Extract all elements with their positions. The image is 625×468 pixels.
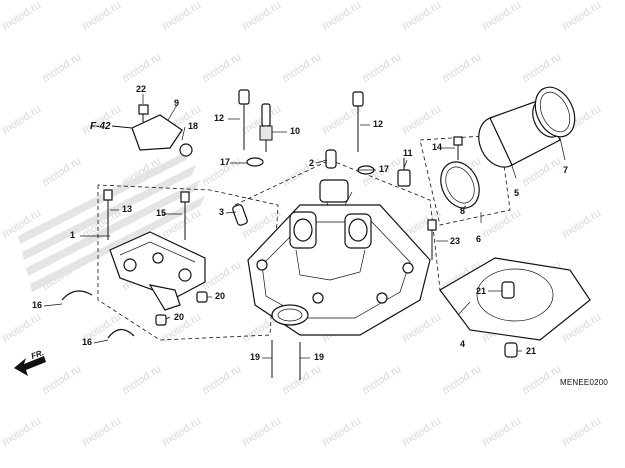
callout-16-top: 16 bbox=[32, 300, 43, 310]
callout-19-right: 19 bbox=[314, 352, 325, 362]
collar-20-bottom bbox=[155, 314, 167, 326]
bolt-15 bbox=[180, 191, 190, 240]
leader-lines bbox=[43, 94, 566, 359]
callout-8: 8 bbox=[460, 206, 466, 216]
callout-2: 2 bbox=[309, 158, 315, 168]
front-arrow-icon bbox=[14, 356, 46, 376]
reference-f42: F-42 bbox=[90, 121, 111, 132]
callout-13: 13 bbox=[122, 204, 133, 214]
callout-11: 11 bbox=[403, 148, 413, 158]
dowel-2 bbox=[325, 149, 337, 169]
bolt-13 bbox=[103, 189, 113, 240]
callout-5: 5 bbox=[514, 188, 520, 198]
callout-21-bottom: 21 bbox=[526, 346, 537, 356]
callout-17-left: 17 bbox=[220, 157, 231, 167]
camshaft-holder bbox=[109, 231, 206, 311]
bolt-23 bbox=[427, 219, 437, 260]
head-group-boundary bbox=[97, 184, 279, 341]
callout-17-right: 17 bbox=[379, 164, 390, 174]
clamp-8 bbox=[440, 161, 480, 209]
callout-20-top: 20 bbox=[215, 291, 226, 301]
callout-10: 10 bbox=[290, 126, 301, 136]
callout-6: 6 bbox=[476, 234, 482, 244]
callout-3: 3 bbox=[219, 207, 225, 217]
callout-12-left: 12 bbox=[214, 113, 225, 123]
callout-19-left: 19 bbox=[250, 352, 261, 362]
bolt-12-right bbox=[352, 91, 364, 152]
callout-20-bottom: 20 bbox=[174, 312, 185, 322]
callout-16-bottom: 16 bbox=[82, 337, 93, 347]
spark-plug bbox=[259, 103, 273, 152]
gasket-4 bbox=[439, 257, 591, 341]
callout-18: 18 bbox=[188, 121, 199, 131]
guide-3 bbox=[232, 204, 248, 226]
dowel-21-bottom bbox=[504, 342, 518, 358]
callout-22: 22 bbox=[136, 84, 147, 94]
clamp-group-boundary bbox=[419, 134, 511, 226]
callout-14: 14 bbox=[432, 142, 443, 152]
callout-7: 7 bbox=[563, 165, 569, 175]
diagram-code: MENEE0200 bbox=[560, 378, 609, 387]
bolt-12-left bbox=[238, 89, 250, 150]
breather-9 bbox=[131, 114, 193, 157]
washer-17-left bbox=[246, 157, 264, 167]
bolt-14 bbox=[453, 136, 463, 160]
plug-16-top bbox=[61, 290, 93, 301]
bolt-22 bbox=[138, 104, 149, 122]
wing-logo-watermark bbox=[18, 150, 205, 292]
plug-16-bottom bbox=[107, 328, 135, 339]
callout-21-top: 21 bbox=[476, 286, 487, 296]
collar-20-top bbox=[196, 291, 208, 303]
callout-12-right: 12 bbox=[373, 119, 384, 129]
callout-1: 1 bbox=[70, 230, 76, 240]
clamp-7 bbox=[534, 86, 576, 138]
callout-15: 15 bbox=[156, 208, 167, 218]
callout-23: 23 bbox=[450, 236, 461, 246]
sensor-11 bbox=[397, 158, 411, 187]
callout-9: 9 bbox=[174, 98, 180, 108]
callout-4: 4 bbox=[460, 339, 466, 349]
dowel-21-top bbox=[501, 281, 515, 299]
cylinder-head bbox=[247, 179, 431, 336]
top-boundary bbox=[234, 159, 441, 291]
